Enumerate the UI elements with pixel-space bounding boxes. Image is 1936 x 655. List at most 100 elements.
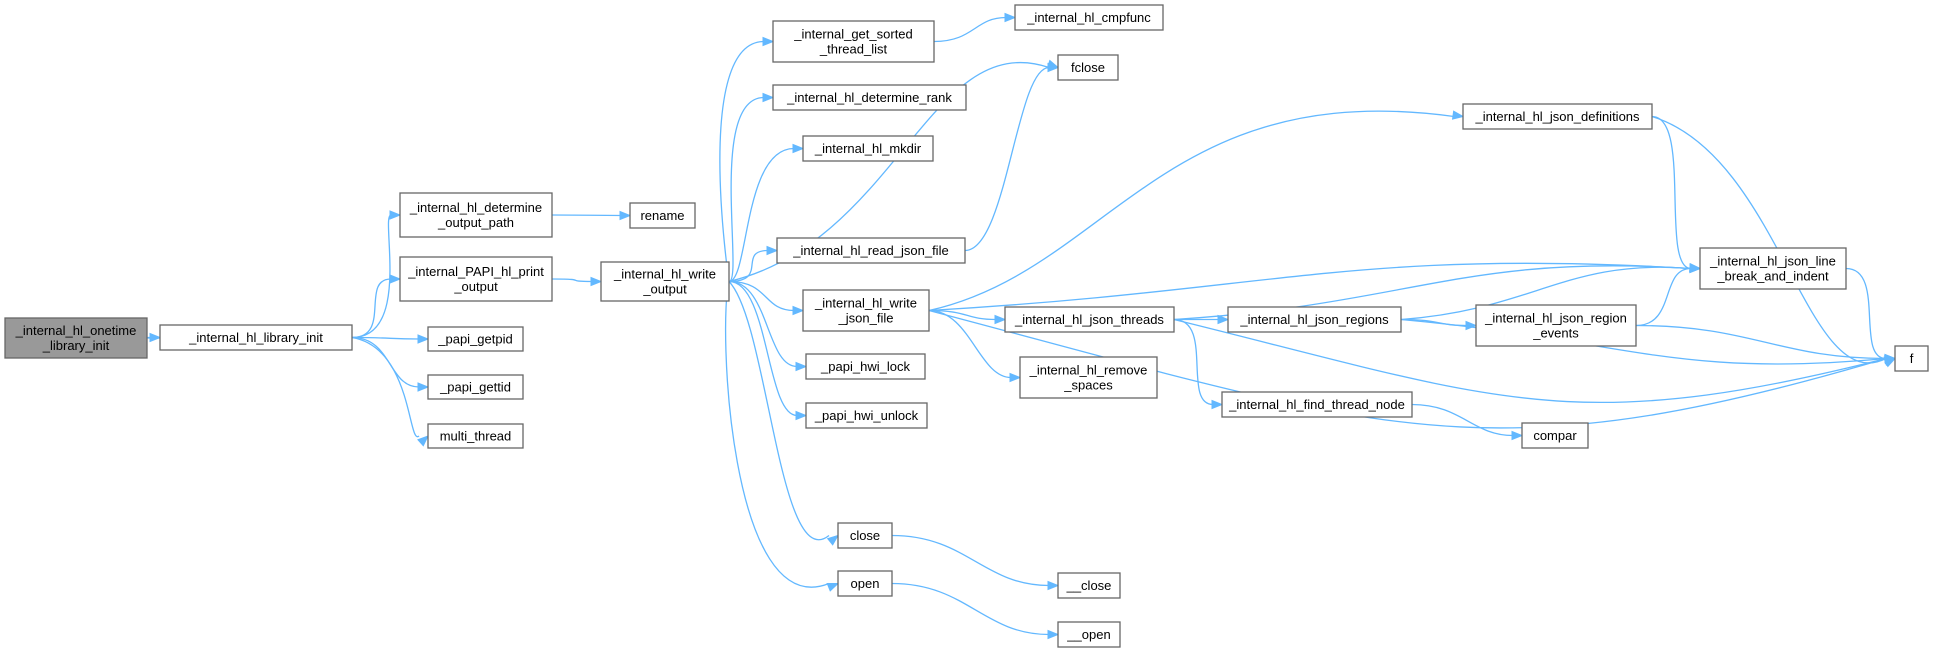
node-label-library_init-line-0: _internal_hl_library_init [188, 330, 323, 345]
node-cmpfunc[interactable]: _internal_hl_cmpfunc [1014, 4, 1164, 31]
edge-write_output-to-hwi_unlock [728, 280, 798, 417]
node-box-cmpfunc[interactable] [1014, 4, 1164, 31]
node-label-close-line-0: close [850, 528, 880, 543]
node-json_line_break[interactable]: _internal_hl_json_line_break_and_indent [1699, 247, 1847, 290]
node-box-remove_spaces[interactable] [1019, 356, 1158, 399]
node-box-papi_gettid[interactable] [427, 374, 524, 400]
node-papi_gettid[interactable]: _papi_gettid [427, 374, 524, 400]
node-rename[interactable]: rename [629, 202, 696, 229]
node-box-hwi_lock[interactable] [805, 353, 926, 380]
edge-json_threads-to-find_thread_node [1173, 318, 1214, 406]
arrowhead-library_init-to-papi_gettid [417, 382, 430, 392]
node-box-determine_rank[interactable] [772, 84, 967, 111]
node-label-write_output-line-1: _output [642, 282, 687, 297]
node-json_region_events[interactable]: _internal_hl_json_region_events [1475, 304, 1637, 347]
node-onetime[interactable]: _internal_hl_onetime_library_init [4, 317, 148, 359]
node-box-mkdir[interactable] [802, 135, 934, 162]
node-json_definitions[interactable]: _internal_hl_json_definitions [1462, 103, 1653, 130]
node-label-determine_output_path-line-0: _internal_hl_determine [409, 200, 542, 215]
node-label-json_threads-line-0: _internal_hl_json_threads [1014, 312, 1164, 327]
node-label-hwi_unlock-line-0: _papi_hwi_unlock [814, 408, 919, 423]
node-box-find_thread_node[interactable] [1221, 391, 1413, 418]
node-box-__open[interactable] [1057, 621, 1121, 648]
node-box-close[interactable] [837, 522, 893, 549]
node-determine_rank[interactable]: _internal_hl_determine_rank [772, 84, 967, 111]
node-hwi_unlock[interactable]: _papi_hwi_unlock [805, 402, 928, 429]
node-__open[interactable]: __open [1057, 621, 1121, 648]
edge-get_sorted_thread_list-to-cmpfunc [933, 16, 1007, 43]
node-box-library_init[interactable] [159, 324, 353, 351]
node-remove_spaces[interactable]: _internal_hl_remove_spaces [1019, 356, 1158, 399]
node-label-find_thread_node-line-0: _internal_hl_find_thread_node [1228, 397, 1405, 412]
node-compar[interactable]: compar [1521, 422, 1589, 449]
node-box-json_region_events[interactable] [1475, 304, 1637, 347]
node-json_threads[interactable]: _internal_hl_json_threads [1004, 306, 1175, 333]
node-box-get_sorted_thread_list[interactable] [772, 20, 935, 63]
node-box-rename[interactable] [629, 202, 696, 229]
node-papi_print_output[interactable]: _internal_PAPI_hl_print_output [399, 256, 553, 302]
node-box-fclose[interactable] [1057, 54, 1119, 81]
edge-determine_output_path-to-rename [551, 214, 622, 217]
node-box-__close[interactable] [1057, 572, 1121, 599]
node-hwi_lock[interactable]: _papi_hwi_lock [805, 353, 926, 380]
node-label-remove_spaces-line-0: _internal_hl_remove [1029, 363, 1148, 378]
arrowhead-json_threads-to-find_thread_node [1211, 399, 1224, 410]
arrowhead-library_init-to-papi_print_output [389, 274, 402, 284]
arrowhead-write_output-to-determine_rank [762, 92, 775, 103]
node-write_output[interactable]: _internal_hl_write_output [600, 261, 730, 302]
arrowhead-write_output-to-hwi_lock [795, 361, 808, 372]
edge-write_output-to-determine_rank [728, 96, 765, 283]
arrowhead-json_regions-to-json_region_events [1465, 320, 1478, 331]
node-fclose[interactable]: fclose [1057, 54, 1119, 81]
node-label-f-line-0: f [1910, 351, 1914, 366]
node-box-onetime[interactable] [4, 317, 148, 359]
node-box-open[interactable] [837, 570, 893, 597]
node-box-papi_getpid[interactable] [427, 326, 524, 352]
node-box-write_output[interactable] [600, 261, 730, 302]
node-box-read_json_file[interactable] [776, 237, 966, 264]
arrowhead-json_line_break-to-f [1884, 353, 1897, 364]
node-find_thread_node[interactable]: _internal_hl_find_thread_node [1221, 391, 1413, 418]
node-read_json_file[interactable]: _internal_hl_read_json_file [776, 237, 966, 264]
node-box-hwi_unlock[interactable] [805, 402, 928, 429]
arrowhead-papi_print_output-to-write_output [590, 276, 603, 287]
node-box-compar[interactable] [1521, 422, 1589, 449]
node-box-json_definitions[interactable] [1462, 103, 1653, 130]
node-__close[interactable]: __close [1057, 572, 1121, 599]
node-mkdir[interactable]: _internal_hl_mkdir [802, 135, 934, 162]
node-label-__open-line-0: __open [1066, 627, 1110, 642]
node-box-papi_print_output[interactable] [399, 256, 553, 302]
node-box-json_threads[interactable] [1004, 306, 1175, 333]
node-box-json_line_break[interactable] [1699, 247, 1847, 290]
node-close[interactable]: close [837, 522, 893, 549]
node-get_sorted_thread_list[interactable]: _internal_get_sorted_thread_list [772, 20, 935, 63]
node-write_json_file[interactable]: _internal_hl_write_json_file [802, 289, 930, 332]
node-label-onetime-line-0: _internal_hl_onetime [15, 323, 137, 338]
edge-write_json_file-to-json_threads [928, 309, 997, 321]
node-label-__close-line-0: __close [1066, 578, 1112, 593]
node-label-mkdir-line-0: _internal_hl_mkdir [814, 141, 922, 156]
node-box-f[interactable] [1894, 345, 1929, 372]
node-multi_thread[interactable]: multi_thread [427, 423, 524, 449]
edge-open-to-__open [891, 582, 1050, 636]
node-label-json_definitions-line-0: _internal_hl_json_definitions [1474, 109, 1640, 124]
node-determine_output_path[interactable]: _internal_hl_determine_output_path [399, 192, 553, 238]
node-box-determine_output_path[interactable] [399, 192, 553, 238]
node-label-determine_output_path-line-1: _output_path [437, 215, 514, 230]
edge-write_output-to-open [724, 281, 830, 588]
node-open[interactable]: open [837, 570, 893, 597]
arrowhead-write_json_file-to-json_threads [994, 314, 1007, 325]
edge-find_thread_node-to-compar [1411, 403, 1514, 437]
node-box-write_json_file[interactable] [802, 289, 930, 332]
arrowhead-get_sorted_thread_list-to-cmpfunc [1004, 12, 1017, 23]
node-label-write_json_file-line-0: _internal_hl_write [814, 296, 917, 311]
node-f[interactable]: f [1894, 345, 1929, 372]
node-json_regions[interactable]: _internal_hl_json_regions [1227, 306, 1402, 333]
node-library_init[interactable]: _internal_hl_library_init [159, 324, 353, 351]
arrowhead-library_init-to-determine_output_path [389, 210, 402, 220]
arrowhead-write_output-to-write_json_file [792, 305, 805, 316]
node-box-multi_thread[interactable] [427, 423, 524, 449]
node-box-json_regions[interactable] [1227, 306, 1402, 333]
node-papi_getpid[interactable]: _papi_getpid [427, 326, 524, 352]
edge-write_json_file-to-remove_spaces [928, 309, 1012, 379]
